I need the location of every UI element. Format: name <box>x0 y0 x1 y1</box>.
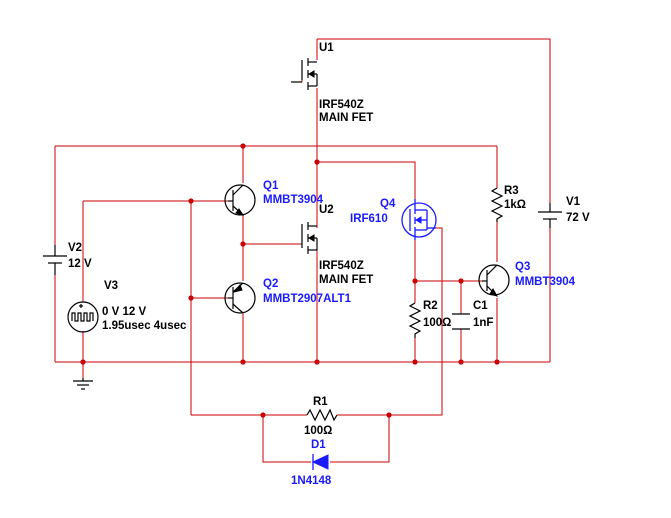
u1-mosfet-symbol[interactable] <box>291 58 318 90</box>
c1-capacitor-symbol[interactable] <box>452 313 470 330</box>
junction-dots <box>80 143 500 418</box>
q3-ref-label: Q3 <box>515 261 530 273</box>
q2-pnp-transistor-symbol[interactable] <box>224 282 256 314</box>
q1-ref-label: Q1 <box>263 180 279 192</box>
u1-desc-label: MAIN FET <box>319 112 373 124</box>
c1-value-label: 1nF <box>473 317 493 329</box>
v3-line1-label: 0 V 12 V <box>102 306 146 318</box>
u2-mosfet-symbol[interactable] <box>301 222 318 254</box>
v1-ref-label: V1 <box>566 196 581 208</box>
d1-diode-symbol[interactable] <box>311 454 329 470</box>
r2-value-label: 100Ω <box>423 317 451 329</box>
r2-resistor-symbol[interactable] <box>408 302 422 338</box>
d1-part-label: 1N4148 <box>291 475 332 487</box>
q3-part-label: MMBT3904 <box>515 276 576 288</box>
u2-ref-label: U2 <box>319 204 334 216</box>
q1-npn-transistor-symbol[interactable] <box>224 184 256 216</box>
v1-dc-source-symbol[interactable] <box>538 203 562 228</box>
v3-pulse-source-symbol[interactable] <box>67 301 99 333</box>
v2-dc-source-symbol[interactable] <box>43 245 67 275</box>
v2-value-label: 12 V <box>68 258 92 270</box>
r3-value-label: 1kΩ <box>504 199 526 211</box>
v2-ref-label: V2 <box>68 242 82 254</box>
u2-desc-label: MAIN FET <box>319 274 373 286</box>
q4-mosfet-symbol[interactable] <box>401 199 437 240</box>
r1-resistor-symbol[interactable] <box>306 408 338 422</box>
r3-ref-label: R3 <box>504 185 519 197</box>
q1-part-label: MMBT3904 <box>263 194 324 206</box>
d1-ref-label: D1 <box>311 439 326 451</box>
q4-part-label: IRF610 <box>350 213 388 225</box>
wires <box>54 38 551 463</box>
q4-ref-label: Q4 <box>380 198 396 210</box>
u1-ref-label: U1 <box>319 42 334 54</box>
u1-part-label: IRF540Z <box>319 99 364 111</box>
q2-part-label: MMBT2907ALT1 <box>263 293 352 305</box>
r1-value-label: 100Ω <box>304 425 332 437</box>
v3-ref-label: V3 <box>104 280 118 292</box>
component-labels: U1 IRF540Z MAIN FET U2 IRF540Z MAIN FET … <box>68 42 590 487</box>
ground-icon <box>73 378 93 390</box>
q2-ref-label: Q2 <box>263 278 278 290</box>
v3-line2-label: 1.95usec 4usec <box>102 320 187 332</box>
v1-value-label: 72 V <box>566 212 590 224</box>
c1-ref-label: C1 <box>473 300 488 312</box>
r2-ref-label: R2 <box>423 300 438 312</box>
q3-npn-transistor-symbol[interactable] <box>478 264 510 297</box>
r3-resistor-symbol[interactable] <box>490 187 504 222</box>
u2-part-label: IRF540Z <box>319 260 364 272</box>
r1-ref-label: R1 <box>313 396 328 408</box>
